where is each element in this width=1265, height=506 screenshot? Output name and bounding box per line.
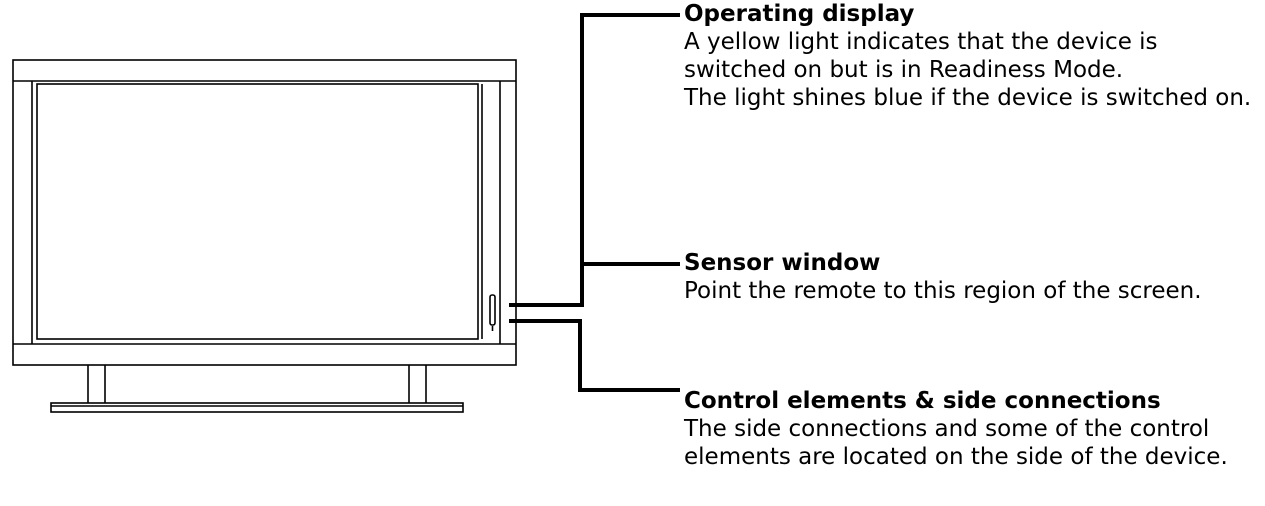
leader-lines — [509, 13, 680, 392]
stand-base — [50, 402, 464, 413]
leader-control-elements — [509, 319, 680, 392]
tv-screen — [36, 83, 479, 340]
control-elements-text: The side connections and some of the con… — [684, 416, 1228, 470]
operating-display-title: Operating display — [684, 1, 915, 27]
sensor-window — [489, 294, 496, 326]
sensor-window-text: Point the remote to this region of the s… — [684, 278, 1202, 304]
tv-outer-frame — [12, 59, 517, 366]
operating-display-text-1: A yellow light indicates that the device… — [684, 29, 1158, 83]
callout-sensor-window: Sensor window Point the remote to this r… — [684, 249, 1259, 305]
tv-stand — [50, 365, 464, 413]
callout-control-elements: Control elements & side connections The … — [684, 387, 1259, 471]
operating-display-text-2: The light shines blue if the device is s… — [684, 85, 1252, 111]
callout-operating-display: Operating display A yellow light indicat… — [684, 0, 1259, 112]
tv-set — [12, 59, 517, 413]
control-elements-title: Control elements & side connections — [684, 388, 1161, 414]
leader-operating-display — [509, 13, 680, 307]
sensor-window-title: Sensor window — [684, 250, 881, 276]
